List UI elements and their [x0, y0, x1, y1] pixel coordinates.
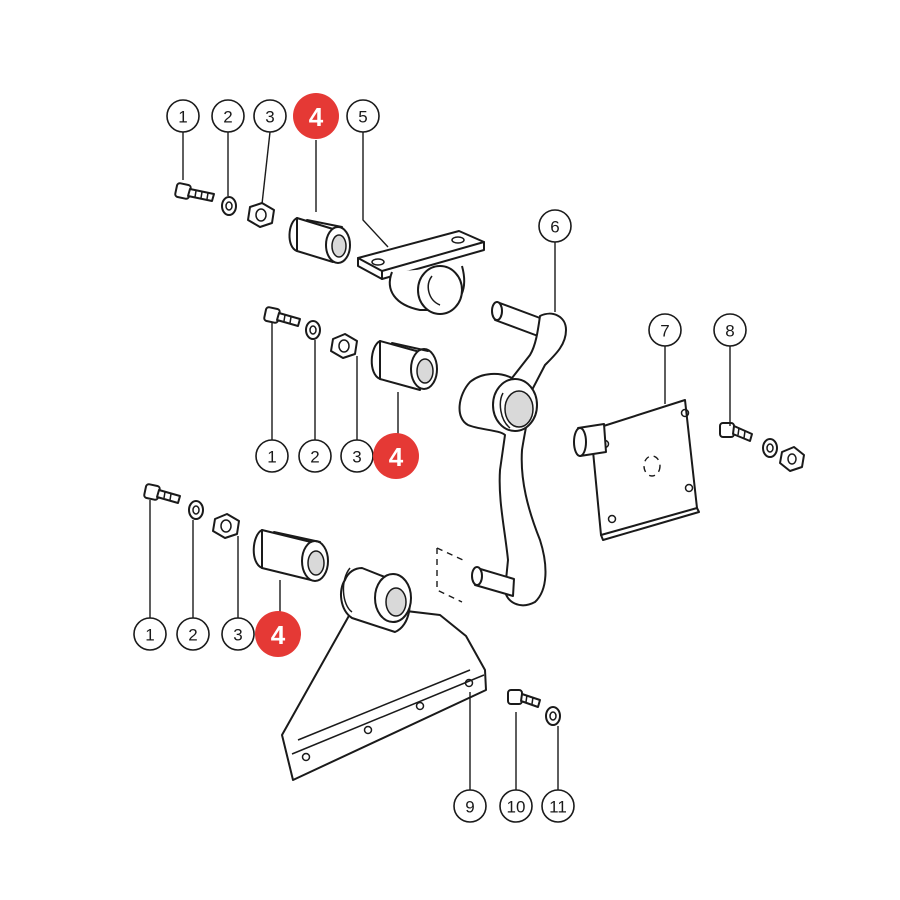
callout-number: 3 [233, 626, 242, 645]
callout-c1c: 1 [133, 617, 167, 651]
washer-part-2-bottom [188, 500, 204, 520]
callout-number: 3 [352, 448, 361, 467]
callout-number: 2 [223, 108, 232, 127]
highlighted-callout-c4a: 4 [293, 93, 339, 139]
callout-circle [346, 99, 380, 133]
nut-part-3-bottom [212, 513, 240, 539]
washer-part-2-top [221, 196, 237, 216]
callout-circle [499, 789, 533, 823]
callout-c1a: 1 [166, 99, 200, 133]
callout-number: 7 [660, 322, 669, 341]
callout-circle [176, 617, 210, 651]
callout-circle [648, 313, 682, 347]
alignment-dashed-line [436, 548, 463, 603]
washer-part-2-middle [305, 320, 321, 340]
callout-circle [538, 209, 572, 243]
plate-part-7 [573, 399, 700, 541]
bolt-part-10 [507, 689, 541, 708]
callout-c2c: 2 [176, 617, 210, 651]
bracket-part-9 [281, 567, 487, 781]
callout-number: 1 [145, 626, 154, 645]
callout-number: 2 [310, 448, 319, 467]
callout-number: 5 [358, 108, 367, 127]
callout-number: 9 [465, 798, 474, 817]
bolt-part-1-middle [263, 306, 301, 327]
callout-circle [293, 93, 339, 139]
callout-c10: 10 [499, 789, 533, 823]
leader-lines [149, 131, 731, 790]
callout-number: 11 [549, 798, 567, 817]
callout-number: 4 [309, 102, 324, 132]
callout-number: 1 [267, 448, 276, 467]
callout-circle [373, 433, 419, 479]
callout-c11: 11 [541, 789, 575, 823]
callout-c6: 6 [538, 209, 572, 243]
callout-c5: 5 [346, 99, 380, 133]
callout-number: 4 [271, 620, 286, 650]
bushing-part-4-top [288, 217, 351, 264]
lever-part-6 [458, 301, 567, 607]
callout-c3b: 3 [340, 439, 374, 473]
callout-c9: 9 [453, 789, 487, 823]
callout-labels: 1 2 3 4 5 6 7 8 1 2 3 4 1 2 3 4 9 10 11 [133, 93, 747, 823]
callout-number: 4 [389, 442, 404, 472]
callout-circle [133, 617, 167, 651]
callout-number: 1 [178, 108, 187, 127]
callout-circle [255, 439, 289, 473]
callout-circle [255, 611, 301, 657]
alignment-dashed-line-2 [436, 547, 464, 561]
callout-circle [713, 313, 747, 347]
bolt-part-8 [719, 422, 753, 442]
bushing-part-4-bottom [252, 529, 329, 582]
bracket-part-5 [357, 230, 485, 315]
callout-number: 6 [550, 218, 559, 237]
callout-circle [298, 439, 332, 473]
callout-circle [253, 99, 287, 133]
nut-part-3-middle [330, 333, 358, 359]
washer-part-11 [545, 706, 561, 726]
callout-number: 3 [265, 108, 274, 127]
callout-c2a: 2 [211, 99, 245, 133]
highlighted-callout-c4c: 4 [255, 611, 301, 657]
bushing-part-4-middle [370, 340, 438, 391]
nut-part-8 [779, 446, 805, 472]
callout-circle [541, 789, 575, 823]
callout-circle [221, 617, 255, 651]
bolt-part-1-top [174, 182, 215, 202]
callout-number: 10 [507, 798, 526, 817]
callout-number: 2 [188, 626, 197, 645]
callout-c7: 7 [648, 313, 682, 347]
callout-circle [453, 789, 487, 823]
callout-circle [211, 99, 245, 133]
callout-c1b: 1 [255, 439, 289, 473]
nut-part-3-top [247, 202, 275, 228]
callout-c2b: 2 [298, 439, 332, 473]
callout-c8: 8 [713, 313, 747, 347]
callout-c3c: 3 [221, 617, 255, 651]
callout-number: 8 [725, 322, 734, 341]
bolt-part-1-bottom [143, 483, 181, 504]
callout-circle [166, 99, 200, 133]
callout-c3a: 3 [253, 99, 287, 133]
washer-part-8 [762, 438, 778, 458]
highlighted-callout-c4b: 4 [373, 433, 419, 479]
